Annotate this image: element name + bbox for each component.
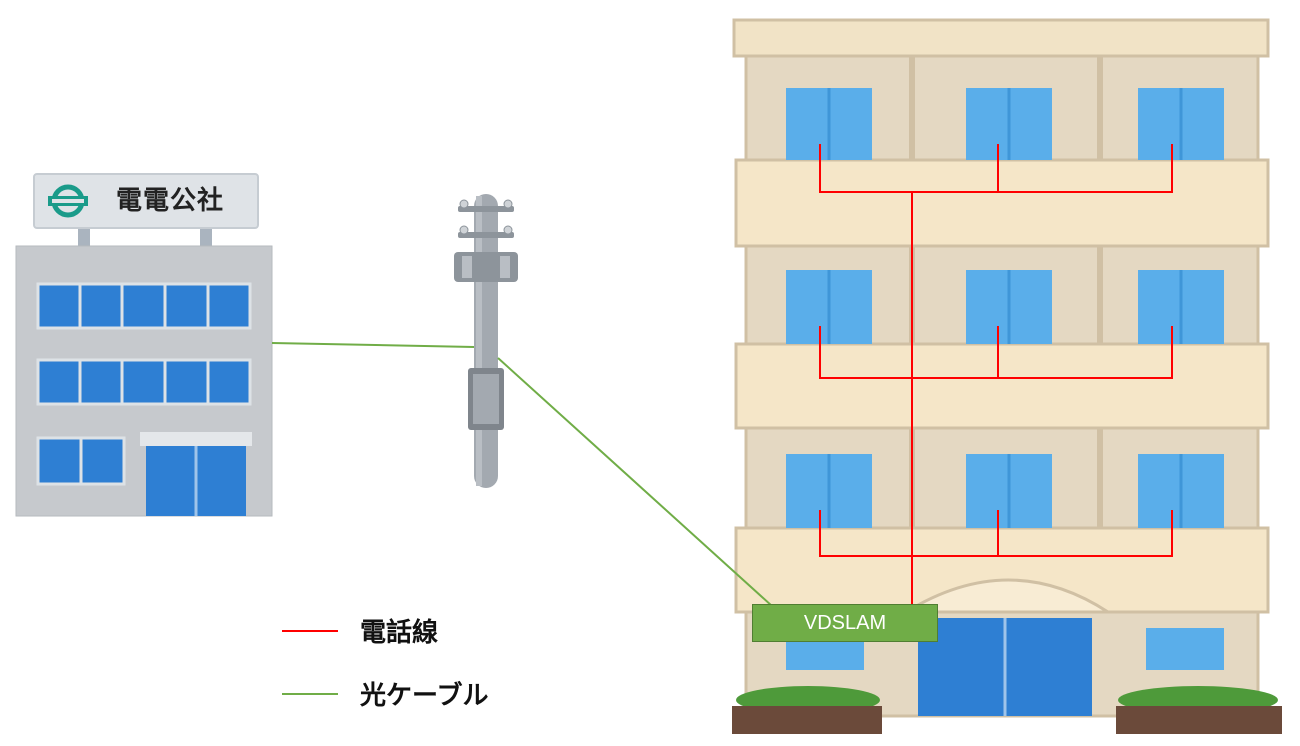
window-row — [786, 270, 1224, 344]
phone-lines — [819, 144, 1173, 604]
fiber-cable — [271, 342, 773, 607]
telecom-logo-icon — [48, 184, 88, 218]
window-row — [786, 454, 1224, 528]
fiber-cable-swatch — [282, 692, 338, 695]
vdslam-box: VDSLAM — [752, 604, 938, 642]
legend-phone-label: 電話線 — [360, 618, 439, 648]
phone-line-swatch — [282, 629, 338, 632]
utility-pole — [454, 194, 518, 488]
telecom-sign-board — [33, 173, 259, 229]
planter-left — [732, 686, 882, 734]
planter-right — [1116, 686, 1282, 734]
legend-phone-line: 電話線 — [282, 612, 438, 649]
legend-fiber-cable: 光ケーブル — [282, 675, 488, 712]
telecom-office-building — [15, 173, 273, 517]
telecom-sign-text: 電電公社 — [116, 186, 225, 216]
window-row — [786, 88, 1224, 160]
legend-fiber-label: 光ケーブル — [360, 681, 489, 711]
